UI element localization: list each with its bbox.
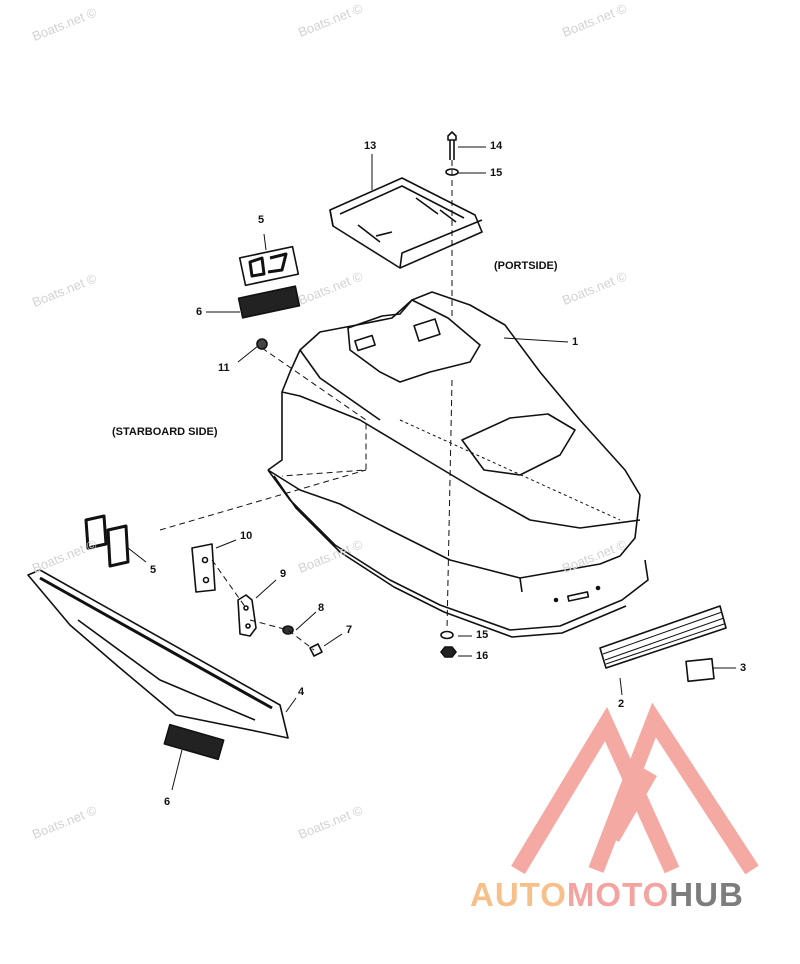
callout-10: 10: [240, 530, 253, 542]
decal-6-top: [237, 285, 301, 319]
cowl-base-lip-inner: [273, 475, 627, 638]
callout-11: 11: [218, 362, 230, 374]
callout-15-bottom: 15: [476, 629, 489, 641]
callout-13: 13: [364, 140, 377, 152]
starboard-side-label: (STARBOARD SIDE): [112, 426, 218, 438]
callout-8: 8: [318, 602, 325, 614]
callout-6-bottom: 6: [164, 796, 171, 808]
cover-plate: [329, 177, 483, 269]
callout-7: 7: [346, 624, 353, 636]
callout-14: 14: [490, 140, 503, 152]
brand-moto: MOTO: [566, 876, 670, 913]
callout-1: 1: [572, 336, 579, 348]
callout-5-left: 5: [150, 564, 157, 576]
cowl-base-lip: [267, 469, 649, 631]
decal-5-left: [84, 514, 130, 568]
side-decal: [27, 569, 289, 739]
portside-label: (PORTSIDE): [494, 260, 558, 272]
callout-15-top: 15: [490, 167, 503, 179]
brand-auto: AUTO: [470, 876, 567, 913]
cowl-top-recess: [347, 299, 481, 383]
nut-16: [440, 646, 457, 658]
rear-decal: [599, 605, 727, 669]
brand-wordmark: AUTOMOTOHUB: [470, 876, 744, 914]
bolt-14: [447, 131, 457, 160]
brand-hub: HUB: [669, 876, 744, 913]
bracket-10: [191, 543, 216, 593]
decal-5-top: [238, 245, 300, 287]
callout-4: 4: [298, 686, 305, 698]
brand-logo: [511, 702, 759, 875]
washer-15-bottom: [440, 630, 454, 640]
screw-7: [309, 643, 323, 657]
callout-3: 3: [740, 662, 747, 674]
cowl-front-recess: [461, 413, 576, 476]
callout-16: 16: [476, 650, 489, 662]
cowl-trim-line: [281, 391, 641, 529]
callout-9: 9: [280, 568, 287, 580]
callout-2: 2: [618, 698, 625, 710]
cowl-edge-line: [299, 349, 381, 421]
callout-6-top: 6: [196, 306, 203, 318]
decal-6-bottom: [163, 723, 225, 761]
top-cowl: [267, 291, 649, 638]
grommet-11: [256, 338, 268, 350]
bracket-9: [237, 594, 257, 637]
label-3: [685, 657, 715, 683]
callout-5-top: 5: [258, 214, 265, 226]
